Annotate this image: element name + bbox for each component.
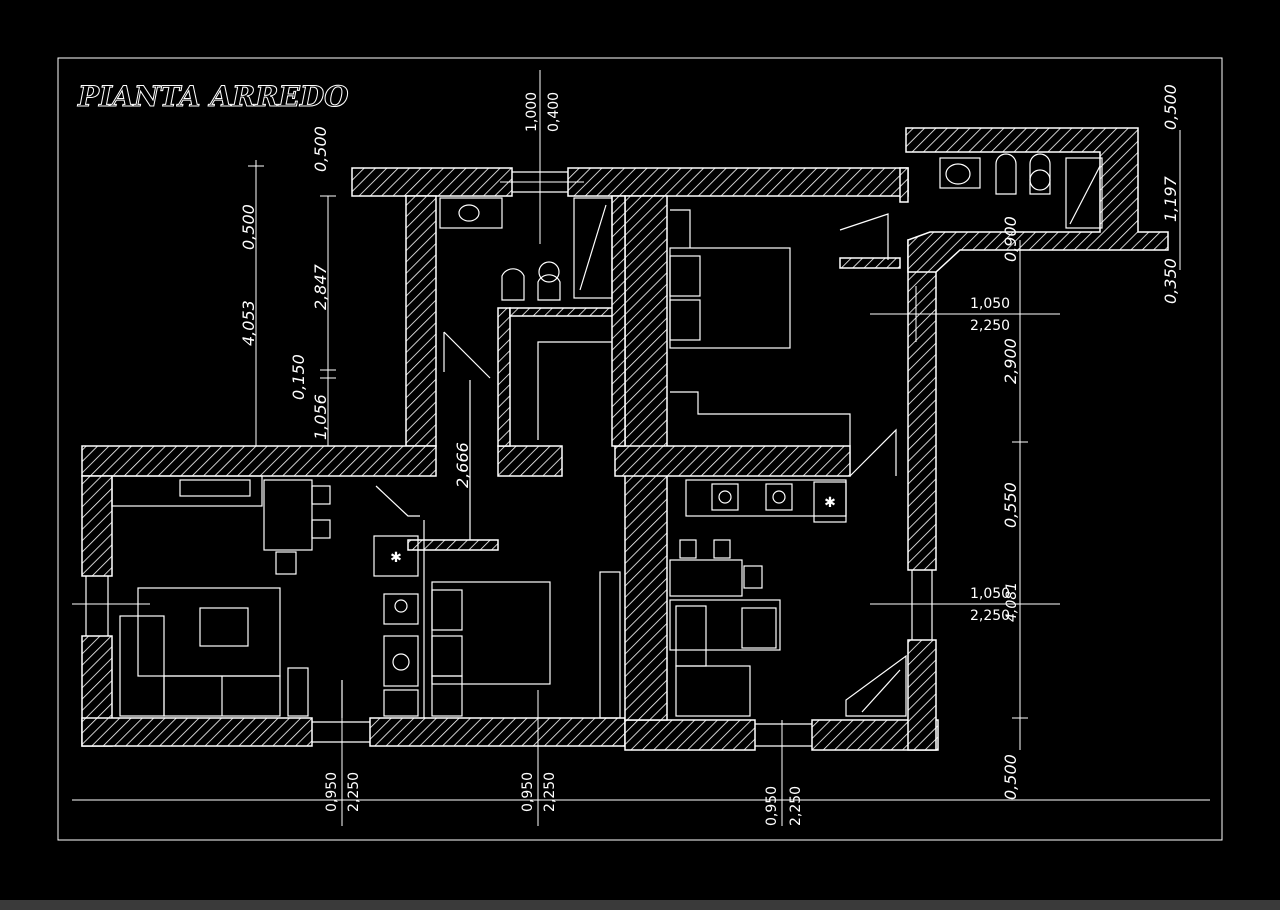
dim-top-a: 1,000 <box>524 92 540 132</box>
dim-right-a: 1,197 <box>1161 175 1180 222</box>
dim-right-d: 2,900 <box>1001 338 1020 384</box>
svg-text:✱: ✱ <box>824 495 836 511</box>
sheet-frame <box>57 57 1223 841</box>
dim-left-mid: 2,847 <box>311 263 330 310</box>
dim-right-top: 0,500 <box>1161 84 1180 130</box>
dim-top-b: 0,400 <box>546 92 562 132</box>
dim-center-height: 2,666 <box>453 442 472 488</box>
walls <box>81 127 1169 751</box>
dim-bottom1-b: 2,250 <box>346 772 362 812</box>
dim-bottom3-a: 0,950 <box>764 786 780 826</box>
dim-window2-a: 1,050 <box>970 586 1010 602</box>
dim-window1-a: 1,050 <box>970 296 1010 312</box>
dim-right-b: 0,900 <box>1001 216 1020 262</box>
dimension-lines <box>72 70 1210 826</box>
dim-left-a: 0,150 <box>289 354 308 400</box>
dim-bottom2-a: 0,950 <box>520 772 536 812</box>
dim-right-f: 4,081 <box>1004 582 1020 622</box>
dim-right-e: 0,550 <box>1001 482 1020 528</box>
drawing-title: PIANTA ARREDO <box>77 80 349 113</box>
dim-left-top2: 0,500 <box>311 126 330 172</box>
dim-window2-b: 2,250 <box>970 608 1010 624</box>
svg-text:✱: ✱ <box>390 550 402 566</box>
dim-left-top: 0,500 <box>239 204 258 250</box>
interior-lines: ✱ ✱ <box>85 153 1103 747</box>
dim-bottom1-a: 0,950 <box>324 772 340 812</box>
dim-right-c: 0,350 <box>1161 258 1180 304</box>
dim-window1-b: 2,250 <box>970 318 1010 334</box>
window-bottom-bar <box>0 900 1280 910</box>
dim-right-g: 0,500 <box>1001 754 1020 800</box>
dim-bottom3-b: 2,250 <box>788 786 804 826</box>
dim-left-total: 4,053 <box>239 300 258 346</box>
dim-left-b: 1,056 <box>311 394 330 440</box>
dim-bottom2-b: 2,250 <box>542 772 558 812</box>
